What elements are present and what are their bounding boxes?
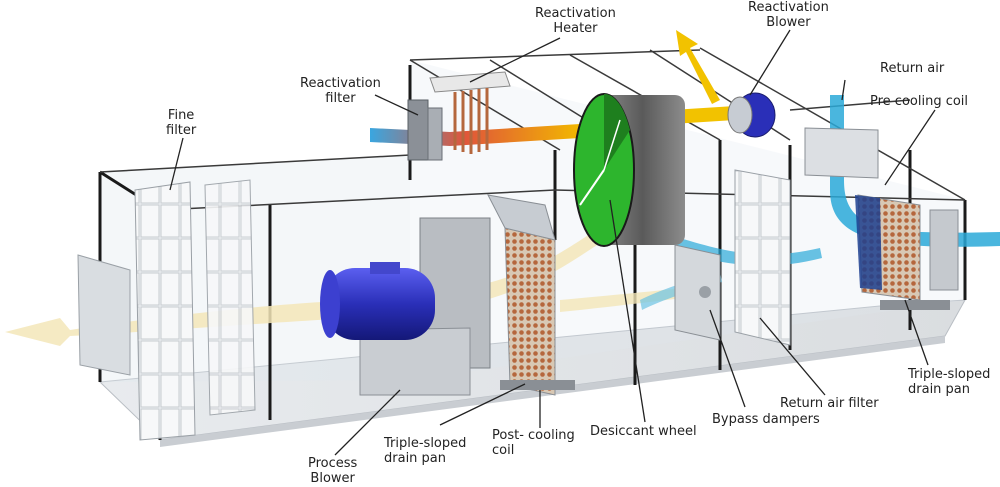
label-bypass-dampers: Bypass dampers bbox=[712, 412, 820, 427]
outlet-damper bbox=[77, 254, 131, 376]
return-air-damper bbox=[804, 127, 879, 179]
label-process-blower: Process Blower bbox=[308, 456, 358, 486]
process-air-stream bbox=[5, 215, 630, 346]
label-triple-drain-right: Triple-sloped drain pan bbox=[908, 367, 991, 397]
pre-cooling-drain-pan bbox=[880, 300, 950, 310]
label-reactivation-filter: Reactivation filter bbox=[300, 76, 381, 106]
reactivation-heater-coil bbox=[453, 88, 489, 154]
label-reactivation-blower: Reactivation Blower bbox=[748, 0, 829, 30]
label-desiccant-wheel: Desiccant wheel bbox=[590, 424, 697, 439]
return-air-filter-shape bbox=[734, 169, 791, 346]
label-reactivation-heater: Reactivation Heater bbox=[535, 6, 616, 36]
reactivation-filter-shape bbox=[407, 99, 429, 161]
process-blower-motor bbox=[325, 268, 435, 340]
label-pre-cooling-coil: Pre cooling coil bbox=[870, 94, 969, 109]
bypass-dampers-shape bbox=[674, 244, 721, 341]
post-cooling-drain-pan bbox=[500, 380, 575, 390]
label-triple-drain-left: Triple-sloped drain pan bbox=[384, 436, 467, 466]
label-fine-filter: Fine filter bbox=[166, 108, 197, 138]
label-post-cooling-coil: Post- cooling coil bbox=[492, 428, 575, 458]
fine-filter-block bbox=[134, 181, 196, 441]
label-return-air: Return air bbox=[880, 61, 945, 76]
post-cooling-coil-shape bbox=[504, 227, 556, 396]
leader-lines bbox=[169, 29, 936, 456]
label-return-air-filter: Return air filter bbox=[780, 396, 879, 411]
filter-block-2 bbox=[204, 179, 256, 416]
reactivation-exhaust-up bbox=[676, 30, 720, 104]
